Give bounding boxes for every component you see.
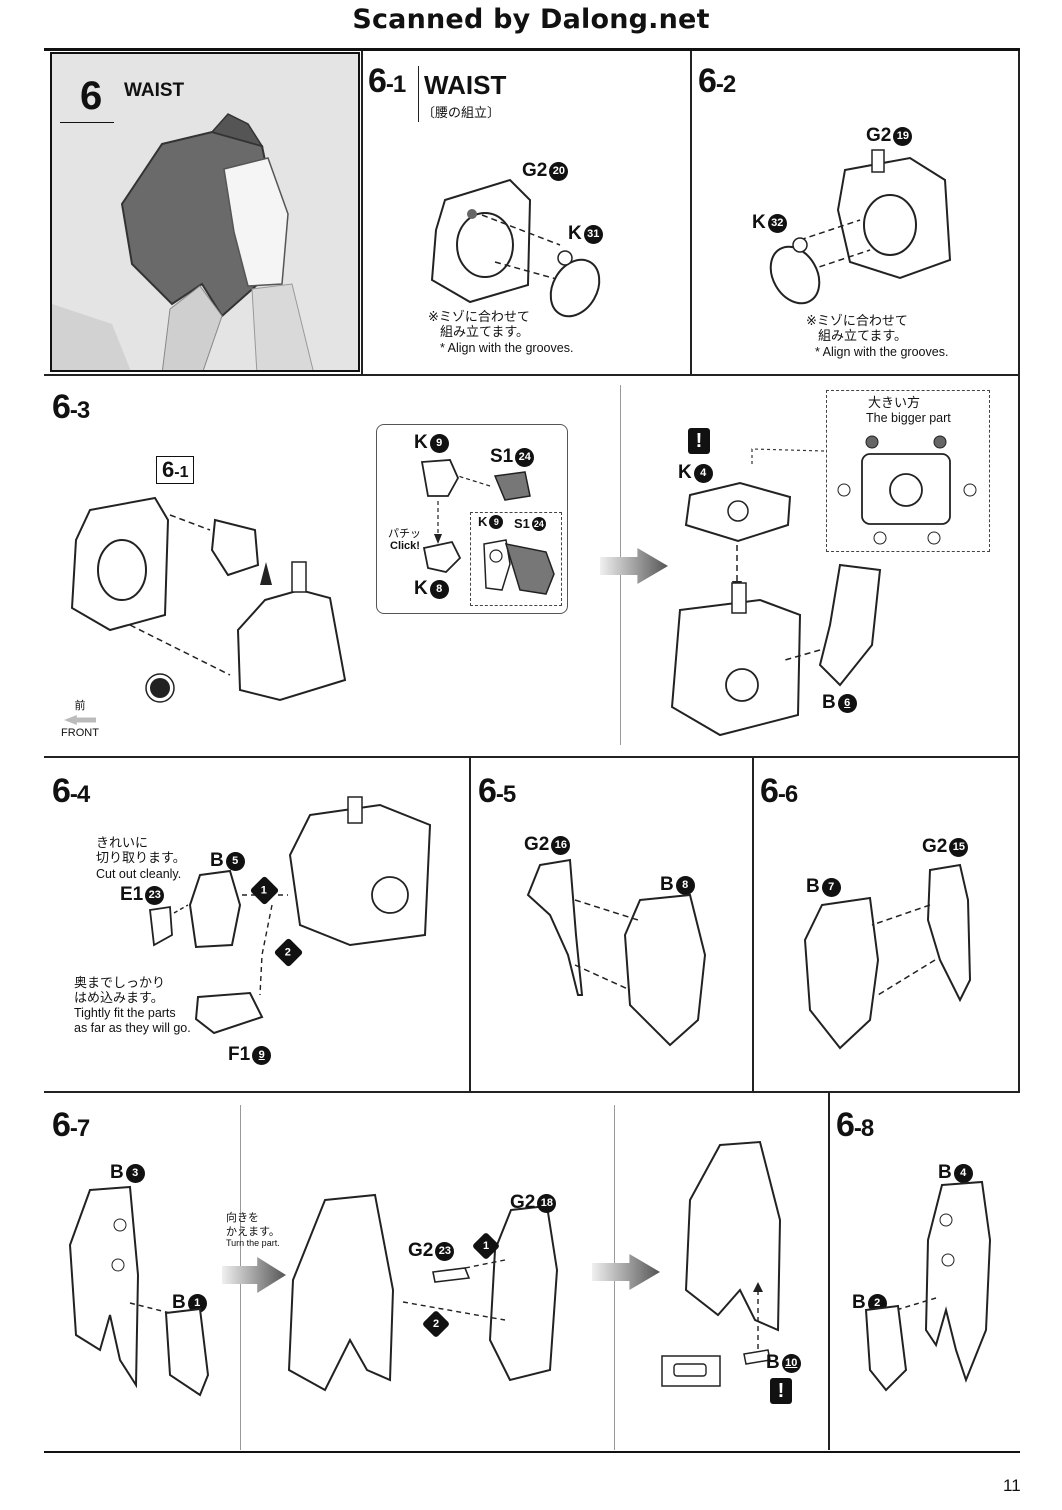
step-6-2-note-jp1: ※ミゾに合わせて <box>806 314 908 329</box>
step-6-6-number: 6-6 <box>760 772 798 810</box>
page-number: 11 <box>1003 1476 1021 1495</box>
step-6-5-number: 6-5 <box>478 772 516 810</box>
step-6-2-number: 6-2 <box>698 62 736 100</box>
click-jp: パチッ <box>388 527 421 540</box>
divider <box>469 757 471 1092</box>
bigger-part-jp: 大きい方 <box>868 396 921 411</box>
inset-subassembly-illustration <box>483 539 555 595</box>
step-6-1-note-jp2: 組み立てます。 <box>440 325 530 340</box>
front-indicator: 前 FRONT <box>58 698 102 739</box>
page-header-title: Scanned by Dalong.net <box>352 4 710 35</box>
divider <box>44 756 1020 758</box>
turn-part-en: Turn the part. <box>226 1238 280 1248</box>
fit-en2: as far as they will go. <box>74 1021 191 1035</box>
cut-cleanly-en: Cut out cleanly. <box>96 867 182 881</box>
fit-jp1: 奥までしっかり <box>74 976 166 991</box>
step-6-7-right-illustration <box>661 1140 782 1387</box>
step-6-5-illustration <box>526 858 707 1047</box>
inset-illustration <box>420 459 531 573</box>
step-6-1-title: WAIST <box>424 70 507 100</box>
fit-jp2: はめ込みます。 <box>74 991 164 1006</box>
fit-en1: Tightly fit the parts <box>74 1006 176 1020</box>
step-6-8-number: 6-8 <box>836 1106 874 1144</box>
step-6-4-illustration <box>149 796 432 1035</box>
divider <box>44 1091 1020 1093</box>
step-6-7-left-illustration <box>68 1185 210 1397</box>
divider <box>44 374 1020 376</box>
front-jp: 前 <box>74 699 86 712</box>
step-6-1-jp-title: 〔腰の組立〕 <box>422 106 501 121</box>
step-6-3-number: 6-3 <box>52 388 90 426</box>
step-6-3-left-illustration <box>70 496 347 703</box>
front-arrow-icon <box>64 715 96 725</box>
turn-part-jp2: かえます。 <box>226 1225 280 1238</box>
front-en: FRONT <box>61 727 99 739</box>
cut-cleanly-jp1: きれいに <box>96 836 149 851</box>
divider <box>1018 51 1020 1092</box>
step-6-1-note-jp1: ※ミゾに合わせて <box>428 310 530 325</box>
click-en: Click! <box>390 540 420 552</box>
waist-hero-image <box>50 52 360 372</box>
divider <box>828 1092 830 1450</box>
divider <box>418 66 419 122</box>
step-6-4-number: 6-4 <box>52 772 90 810</box>
divider <box>752 757 754 1092</box>
reference-step-6-1: 6-1 <box>156 456 195 484</box>
step-6-8-illustration <box>864 1180 992 1392</box>
step-6-7-number: 6-7 <box>52 1106 90 1144</box>
step-6-2-note-en: * Align with the grooves. <box>815 345 949 359</box>
bigger-part-illustration <box>837 435 977 545</box>
divider <box>361 51 363 375</box>
caution-icon: ! <box>770 1378 792 1404</box>
step-flow-arrow-icon <box>600 548 668 584</box>
bottom-rule <box>44 1451 1020 1453</box>
step-6-2-illustration <box>769 149 952 305</box>
waist-render-illustration <box>52 54 358 370</box>
section-number-box <box>60 70 114 123</box>
step-6-2-note-jp2: 組み立てます。 <box>818 329 908 344</box>
caution-icon: ! <box>688 428 710 454</box>
section-title: WAIST <box>124 80 185 101</box>
step-6-7-mid-illustration <box>287 1193 559 1392</box>
top-rule <box>44 48 1020 51</box>
cut-cleanly-jp2: 切り取ります。 <box>96 851 186 866</box>
step-6-1-number: 6-1 <box>368 62 406 100</box>
step-6-1-illustration <box>430 178 601 318</box>
step-6-6-illustration <box>803 863 972 1050</box>
step-6-3-right-illustration <box>670 448 882 737</box>
step-6-1-note-en: * Align with the grooves. <box>440 341 574 355</box>
bigger-part-en: The bigger part <box>866 411 951 425</box>
divider <box>690 51 692 375</box>
turn-part-jp1: 向きを <box>226 1211 259 1224</box>
section-number: 6 <box>80 74 103 118</box>
